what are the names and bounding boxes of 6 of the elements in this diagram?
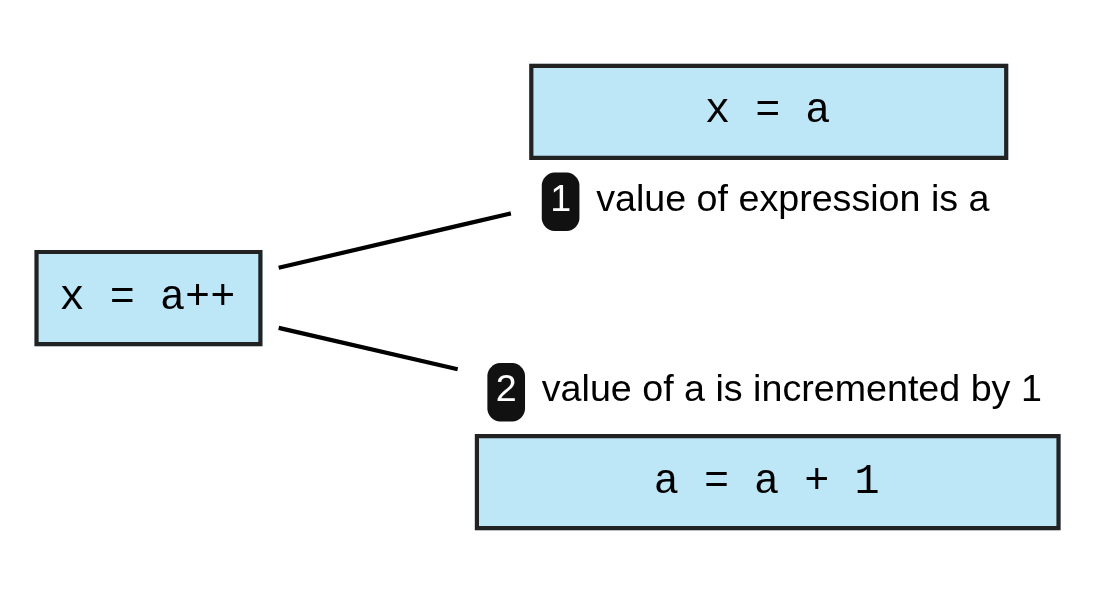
connector [278, 325, 459, 372]
node-label: 1 [550, 177, 572, 220]
connector [278, 211, 512, 270]
node-label: value of expression is a [596, 177, 990, 220]
node-label: 2 [495, 367, 517, 410]
node-label: value of a is incremented by 1 [541, 367, 1042, 410]
